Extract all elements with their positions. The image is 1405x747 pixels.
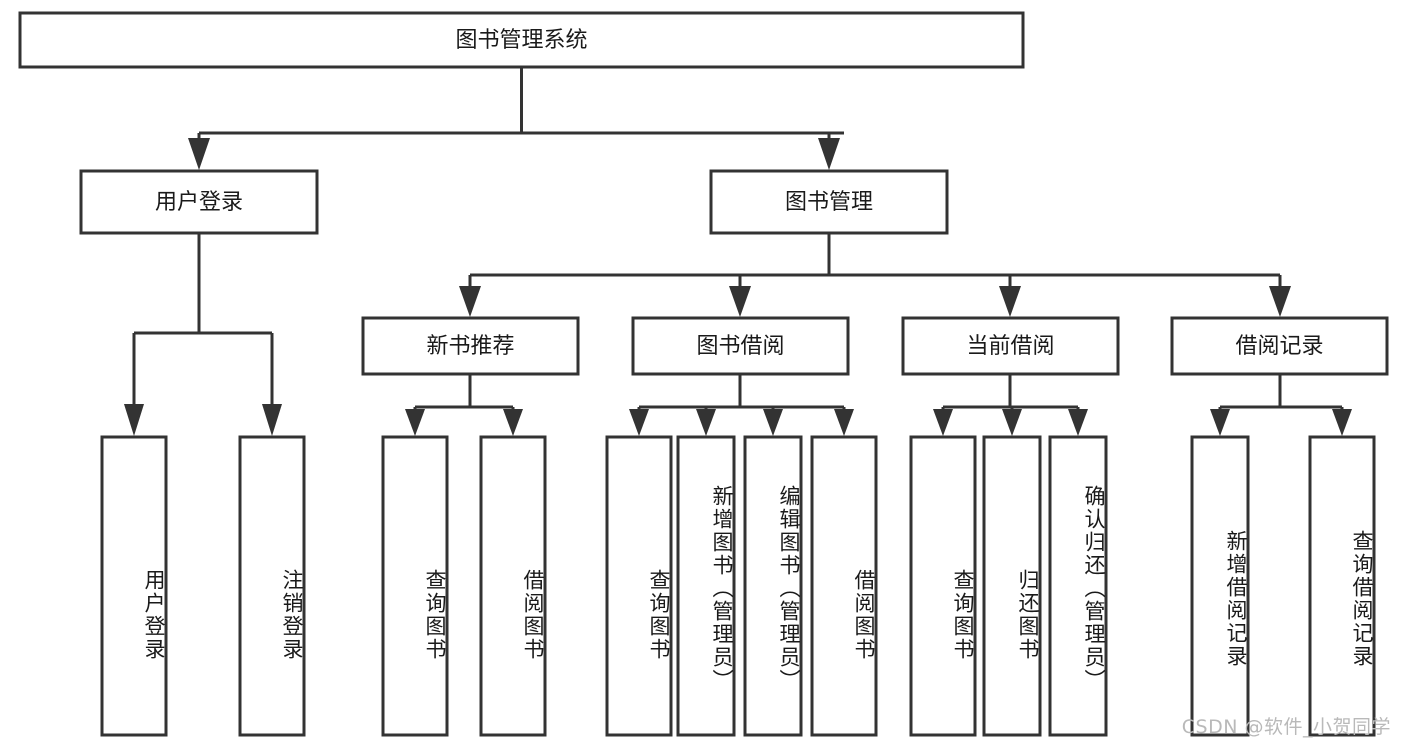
node-new-book-rec-label: 新书推荐 bbox=[426, 334, 514, 359]
node-leaf-query-book-bor-box[interactable] bbox=[605, 435, 673, 737]
node-leaf-borrow-book-bor-box[interactable] bbox=[810, 435, 878, 737]
csdn-watermark: CSDN @软件_小贺同学 bbox=[1181, 716, 1391, 738]
node-book-borrow-label: 图书借阅 bbox=[696, 334, 784, 359]
node-current-borrow-box[interactable] bbox=[901, 316, 1120, 376]
arrowhead-layer bbox=[124, 138, 1352, 436]
arrow-to-leaf-query-book-bor bbox=[629, 409, 649, 436]
arrow-to-new-book-rec bbox=[459, 286, 481, 317]
arrow-to-book-borrow bbox=[729, 286, 751, 317]
node-new-book-rec-box[interactable] bbox=[361, 316, 580, 376]
arrow-to-leaf-edit-book bbox=[763, 409, 783, 436]
node-leaf-return-book-box[interactable] bbox=[982, 435, 1042, 737]
arrow-to-leaf-add-book bbox=[696, 409, 716, 436]
node-leaf-add-book-box[interactable] bbox=[676, 435, 736, 737]
arrow-to-leaf-user-login bbox=[124, 404, 144, 436]
node-user-login-label: 用户登录 bbox=[155, 190, 243, 215]
node-root-label: 图书管理系统 bbox=[455, 28, 587, 53]
node-leaf-user-login-box[interactable] bbox=[100, 435, 168, 737]
node-layer: 图书管理系统 用户登录 图书管理 新书推荐 图书借阅 当前借阅 借阅记录 bbox=[18, 11, 1389, 737]
arrow-to-leaf-add-record bbox=[1210, 409, 1230, 436]
node-book-manage-label: 图书管理 bbox=[785, 190, 873, 215]
arrow-to-leaf-confirm-return bbox=[1068, 409, 1088, 436]
arrow-to-leaf-return-book bbox=[1002, 409, 1022, 436]
node-borrow-record-box[interactable] bbox=[1170, 316, 1389, 376]
arrow-to-leaf-borrow-book-rec bbox=[503, 409, 523, 436]
arrow-to-leaf-user-logout bbox=[262, 404, 282, 436]
node-book-borrow-box[interactable] bbox=[631, 316, 850, 376]
node-leaf-confirm-return-box[interactable] bbox=[1048, 435, 1108, 737]
node-leaf-query-book-cur-box[interactable] bbox=[909, 435, 977, 737]
arrow-to-leaf-borrow-book-bor bbox=[834, 409, 854, 436]
node-leaf-add-record-box[interactable] bbox=[1190, 435, 1250, 737]
node-root-box[interactable] bbox=[18, 11, 1025, 69]
node-leaf-borrow-book-rec-box[interactable] bbox=[479, 435, 547, 737]
arrow-to-leaf-query-book-rec bbox=[405, 409, 425, 436]
arrow-to-leaf-query-record bbox=[1332, 409, 1352, 436]
arrow-to-current-borrow bbox=[999, 286, 1021, 317]
node-book-manage-box[interactable] bbox=[709, 169, 949, 235]
node-leaf-query-book-rec-box[interactable] bbox=[381, 435, 449, 737]
node-leaf-user-logout-box[interactable] bbox=[238, 435, 306, 737]
arrow-to-borrow-record bbox=[1269, 286, 1291, 317]
node-user-login-box[interactable] bbox=[79, 169, 319, 235]
arrow-to-leaf-query-book-cur bbox=[933, 409, 953, 436]
arrow-to-user-login bbox=[188, 138, 210, 170]
node-current-borrow-label: 当前借阅 bbox=[966, 334, 1054, 359]
node-borrow-record-label: 借阅记录 bbox=[1235, 334, 1323, 359]
arrow-to-book-manage bbox=[818, 138, 840, 170]
node-leaf-edit-book-box[interactable] bbox=[743, 435, 803, 737]
node-leaf-query-record-box[interactable] bbox=[1308, 435, 1376, 737]
